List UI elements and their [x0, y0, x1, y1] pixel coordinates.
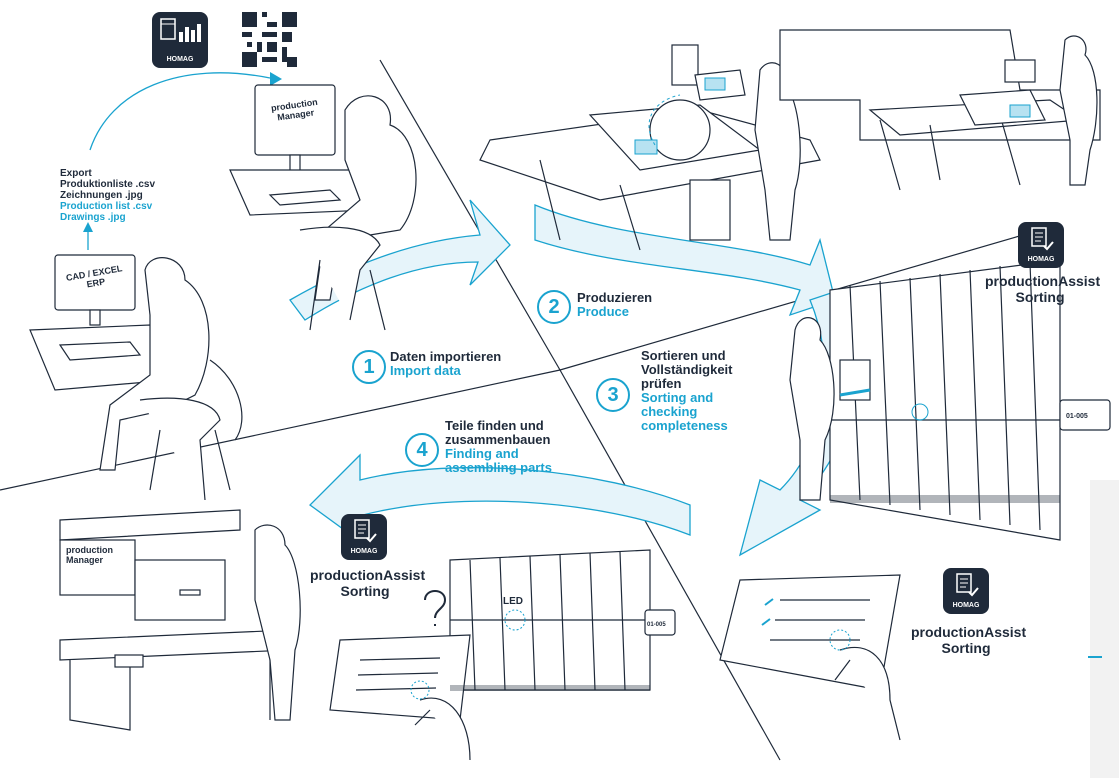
shelf-tag-label: 01-005 [1066, 410, 1088, 424]
step-number-1: 1 [352, 350, 386, 384]
question-mark-icon [425, 591, 445, 626]
production-assist-icon: HOMAG [943, 568, 989, 614]
export-arrow [90, 73, 270, 150]
export-line-en: Production list .csv [60, 201, 155, 212]
export-line: Zeichnungen .jpg [60, 190, 155, 201]
saw-scene [480, 30, 1100, 250]
shelf-tag-label: 01-005 [647, 618, 666, 632]
step-1-label: Daten importieren Import data [390, 350, 501, 378]
step-number-3: 3 [596, 378, 630, 412]
chair [140, 398, 230, 500]
chart-icon [152, 12, 208, 52]
brand-label: HOMAG [152, 56, 208, 63]
production-assist-title: productionAssist Sorting [985, 273, 1095, 305]
production-assist-title: productionAssist Sorting [310, 567, 420, 599]
assembly-scene [60, 510, 300, 730]
control-terminal [672, 45, 698, 85]
production-assist-title: productionAssist Sorting [911, 624, 1021, 656]
side-dash [1088, 656, 1102, 658]
homag-app-icon: HOMAG [152, 12, 208, 68]
tablet-right [720, 575, 900, 740]
worker [255, 525, 300, 720]
step-3-label: Sortieren und Vollständigkeit prüfen Sor… [641, 349, 733, 433]
export-block: Export Produktionliste .csv Zeichnungen … [60, 168, 155, 223]
step-number-2: 2 [537, 290, 571, 324]
production-assist-icon: HOMAG [341, 514, 387, 560]
chair [300, 227, 385, 330]
office-scene [230, 85, 416, 330]
handler [1060, 36, 1097, 185]
led-label: LED [503, 597, 523, 607]
checklist-icon [341, 514, 387, 548]
step-2-label: Produzieren Produce [577, 291, 652, 319]
qr-code-icon [242, 12, 297, 67]
step-4-label: Teile finden und zusammenbauen Finding a… [445, 419, 552, 475]
screen-assembly-board: production Manager [66, 545, 126, 565]
checklist-icon [1018, 222, 1064, 256]
production-assist-icon: HOMAG [1018, 222, 1064, 268]
checklist-icon [943, 568, 989, 602]
side-panel [1090, 480, 1119, 778]
export-title: Export [60, 168, 155, 179]
cad-scene [30, 255, 242, 500]
step-number-4: 4 [405, 433, 439, 467]
export-line-en: Drawings .jpg [60, 212, 155, 223]
saw-housing [650, 100, 710, 160]
export-line: Produktionliste .csv [60, 179, 155, 190]
